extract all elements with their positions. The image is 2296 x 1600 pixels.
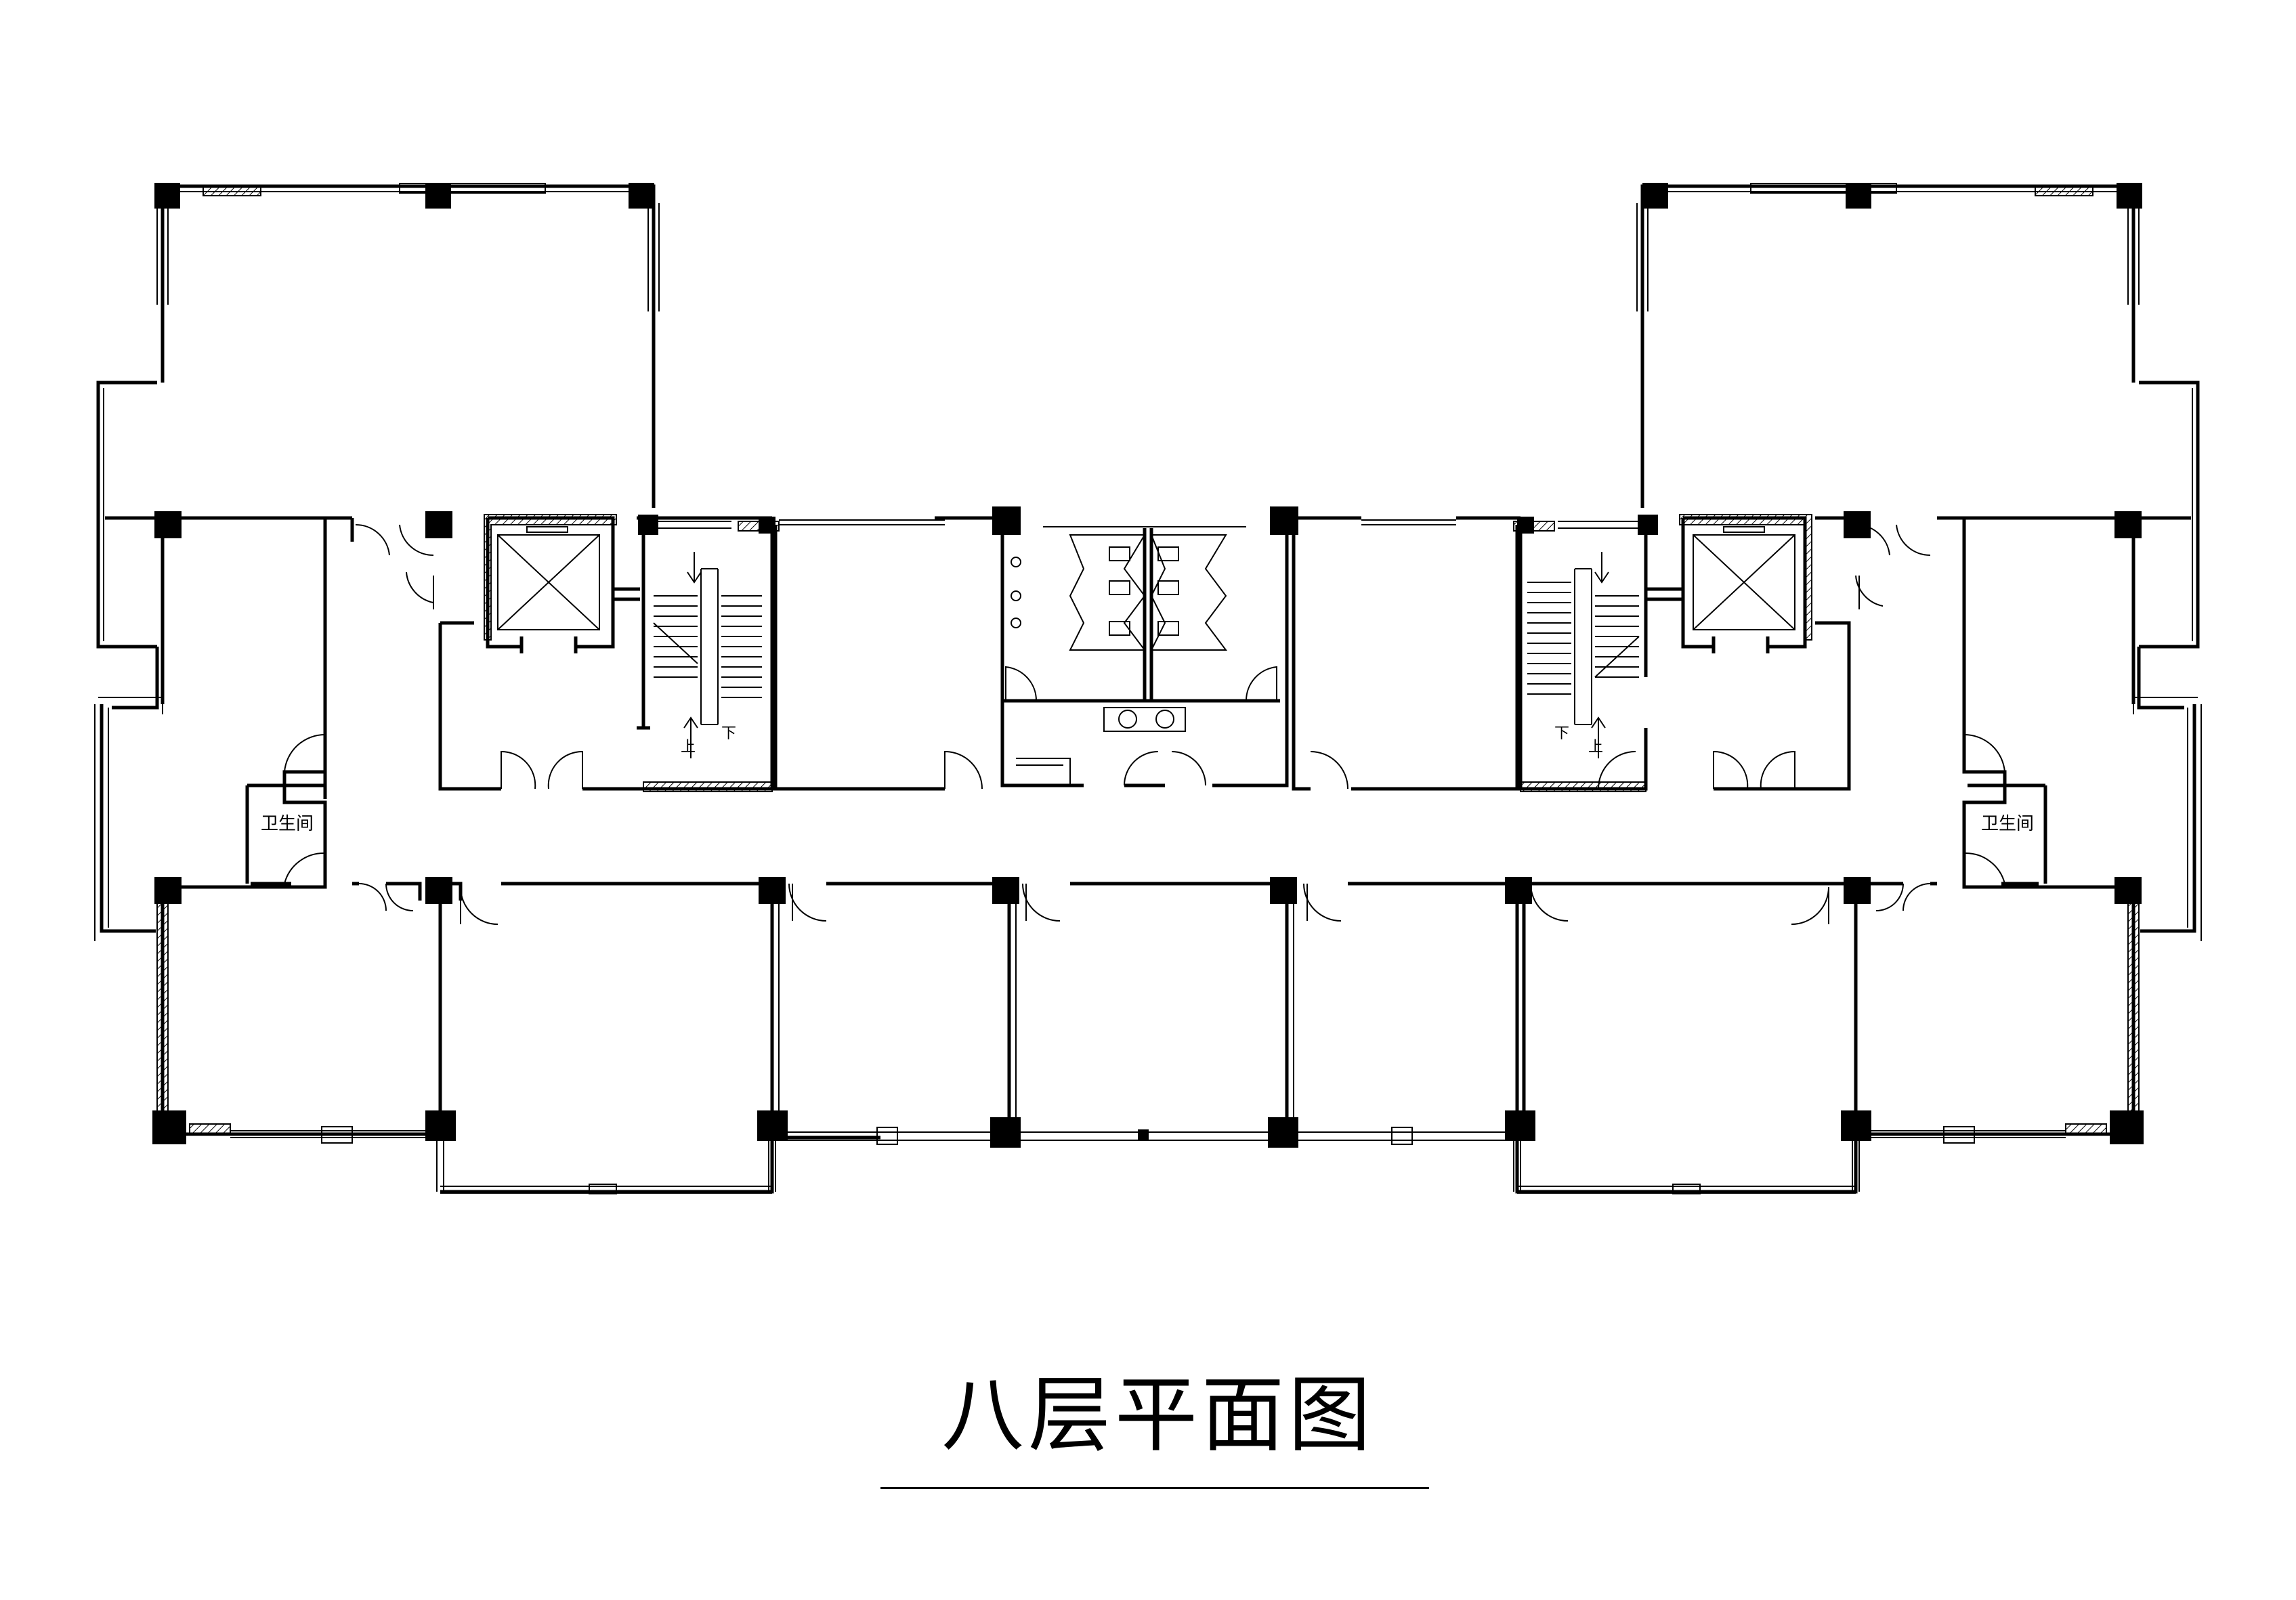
toilet-right: 卫生间 (1963, 783, 2047, 886)
lower-offices (436, 882, 1860, 1194)
left-stair: 上 下 (637, 516, 780, 792)
right-elevator (1646, 514, 1812, 653)
structural-columns (152, 183, 2144, 1148)
right-stair: 下 上 (1513, 521, 1648, 792)
right-lower-room (1856, 516, 2202, 1144)
right-stair-up-label: 上 (1588, 739, 1603, 756)
right-stair-treads (1527, 552, 1640, 758)
left-elevator (484, 514, 640, 653)
toilet-right-label: 卫生间 (1981, 814, 2034, 834)
left-upper-room (96, 183, 660, 710)
left-stair-down-label: 下 (721, 725, 736, 742)
toilet-left-label: 卫生间 (261, 814, 314, 834)
left-middle-office (773, 519, 983, 791)
right-middle-office (1292, 516, 1521, 791)
left-stair-treads (653, 552, 762, 758)
left-lower-room (94, 516, 440, 1144)
right-stair-down-label: 下 (1554, 725, 1569, 742)
drawing-title: 八层平面图 (941, 1367, 1375, 1463)
right-upper-room (1636, 183, 2200, 710)
title-underline (880, 1487, 1429, 1489)
right-corridor-walls (1517, 516, 2007, 925)
corridor-walls (282, 516, 772, 925)
left-stair-up-label: 上 (681, 739, 696, 756)
central-toilet-block (935, 516, 1361, 787)
